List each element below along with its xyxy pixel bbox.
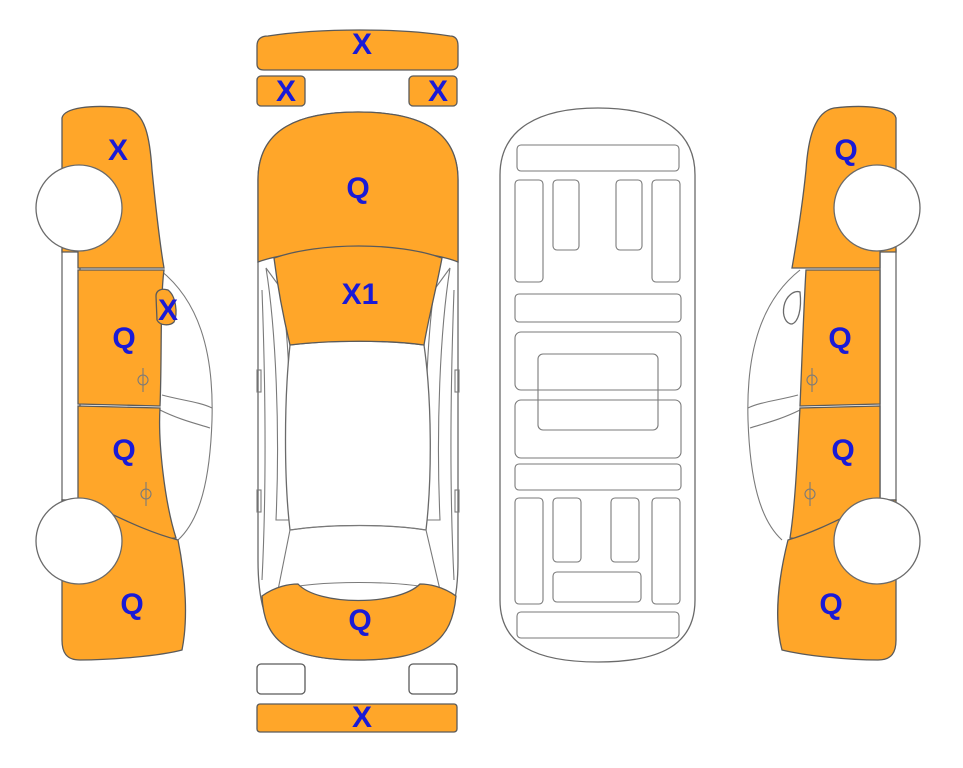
- underside-center-lower: [514, 399, 682, 459]
- underside-rear-box: [552, 571, 642, 603]
- left-side-greenhouse: [159, 269, 213, 541]
- right-side-sill: [879, 249, 897, 501]
- right-front-door-code: Q: [828, 322, 851, 355]
- underside-front-bar: [516, 144, 680, 172]
- right-side-window-line: [747, 394, 799, 409]
- top-view-right-side-line: [450, 289, 455, 581]
- rear-right-light-panel[interactable]: [408, 663, 458, 695]
- right-rear-door-code: Q: [831, 434, 854, 467]
- left-rear-wheel: [35, 497, 123, 585]
- underside-front-inner-left: [552, 179, 580, 251]
- rear-bumper-code: X: [352, 701, 372, 734]
- right-rear-quarter-code: Q: [819, 588, 842, 621]
- trunk-lid-panel[interactable]: [261, 583, 457, 661]
- right-front-fender-code: Q: [834, 134, 857, 167]
- right-side-window-line-2: [749, 409, 801, 429]
- hood-code: Q: [346, 172, 369, 205]
- underside-cross-member-2: [514, 463, 682, 491]
- underside-front-inner-right: [615, 179, 643, 251]
- underside-view: [499, 107, 696, 663]
- top-view-right-handle-rear: [454, 489, 460, 513]
- top-view-roof: [284, 340, 431, 531]
- underside-rear-inner-left: [552, 497, 582, 563]
- left-rear-quarter-code: Q: [120, 588, 143, 621]
- front-left-fog-code: X: [276, 75, 296, 108]
- underside-rear-bar: [516, 611, 680, 639]
- right-side-greenhouse: [747, 269, 801, 541]
- top-view-left-handle-front: [256, 369, 262, 393]
- top-view-right-handle-front: [454, 369, 460, 393]
- left-side-view: X Q X Q Q: [35, 105, 213, 661]
- underside-outline: [499, 107, 696, 663]
- trunk-lid-code: Q: [348, 604, 371, 637]
- top-view: Q X1 Q X X X X: [256, 28, 460, 734]
- underside-rear-right-rail: [651, 497, 681, 605]
- top-view-left-side-line: [261, 289, 266, 581]
- windshield-code: X1: [342, 278, 379, 311]
- right-front-wheel: [833, 164, 921, 252]
- left-side-window-line: [161, 394, 213, 409]
- right-rear-wheel: [833, 497, 921, 585]
- left-side-sill: [61, 249, 81, 501]
- front-bumper-panel[interactable]: [256, 29, 459, 71]
- underside-rear-left-rail: [514, 497, 544, 605]
- left-rear-door-code: Q: [112, 434, 135, 467]
- left-front-door-code: Q: [112, 322, 135, 355]
- front-right-fog-code: X: [428, 75, 448, 108]
- left-front-wheel: [35, 164, 123, 252]
- underside-front-right-rail: [651, 179, 681, 283]
- rear-left-light-panel[interactable]: [256, 663, 306, 695]
- left-mirror-code: X: [158, 294, 178, 327]
- right-side-view: Q Q Q Q: [747, 105, 921, 661]
- front-left-fog-panel[interactable]: [256, 75, 306, 107]
- underside-center-panel: [537, 353, 659, 431]
- front-right-fog-panel[interactable]: [408, 75, 458, 107]
- rear-bumper-panel[interactable]: [256, 703, 458, 733]
- underside-front-left-rail: [514, 179, 544, 283]
- underside-rear-inner-right: [610, 497, 640, 563]
- underside-cross-member-1: [514, 293, 682, 323]
- right-front-door-panel[interactable]: [799, 269, 881, 407]
- left-mirror-panel[interactable]: [155, 288, 177, 326]
- front-bumper-code: X: [352, 28, 372, 61]
- left-front-fender-code: X: [108, 134, 128, 167]
- windshield-panel[interactable]: [273, 245, 443, 346]
- right-mirror: [782, 290, 802, 325]
- underside-center-upper: [514, 331, 682, 391]
- top-view-left-handle-rear: [256, 489, 262, 513]
- left-side-window-line-2: [159, 409, 211, 429]
